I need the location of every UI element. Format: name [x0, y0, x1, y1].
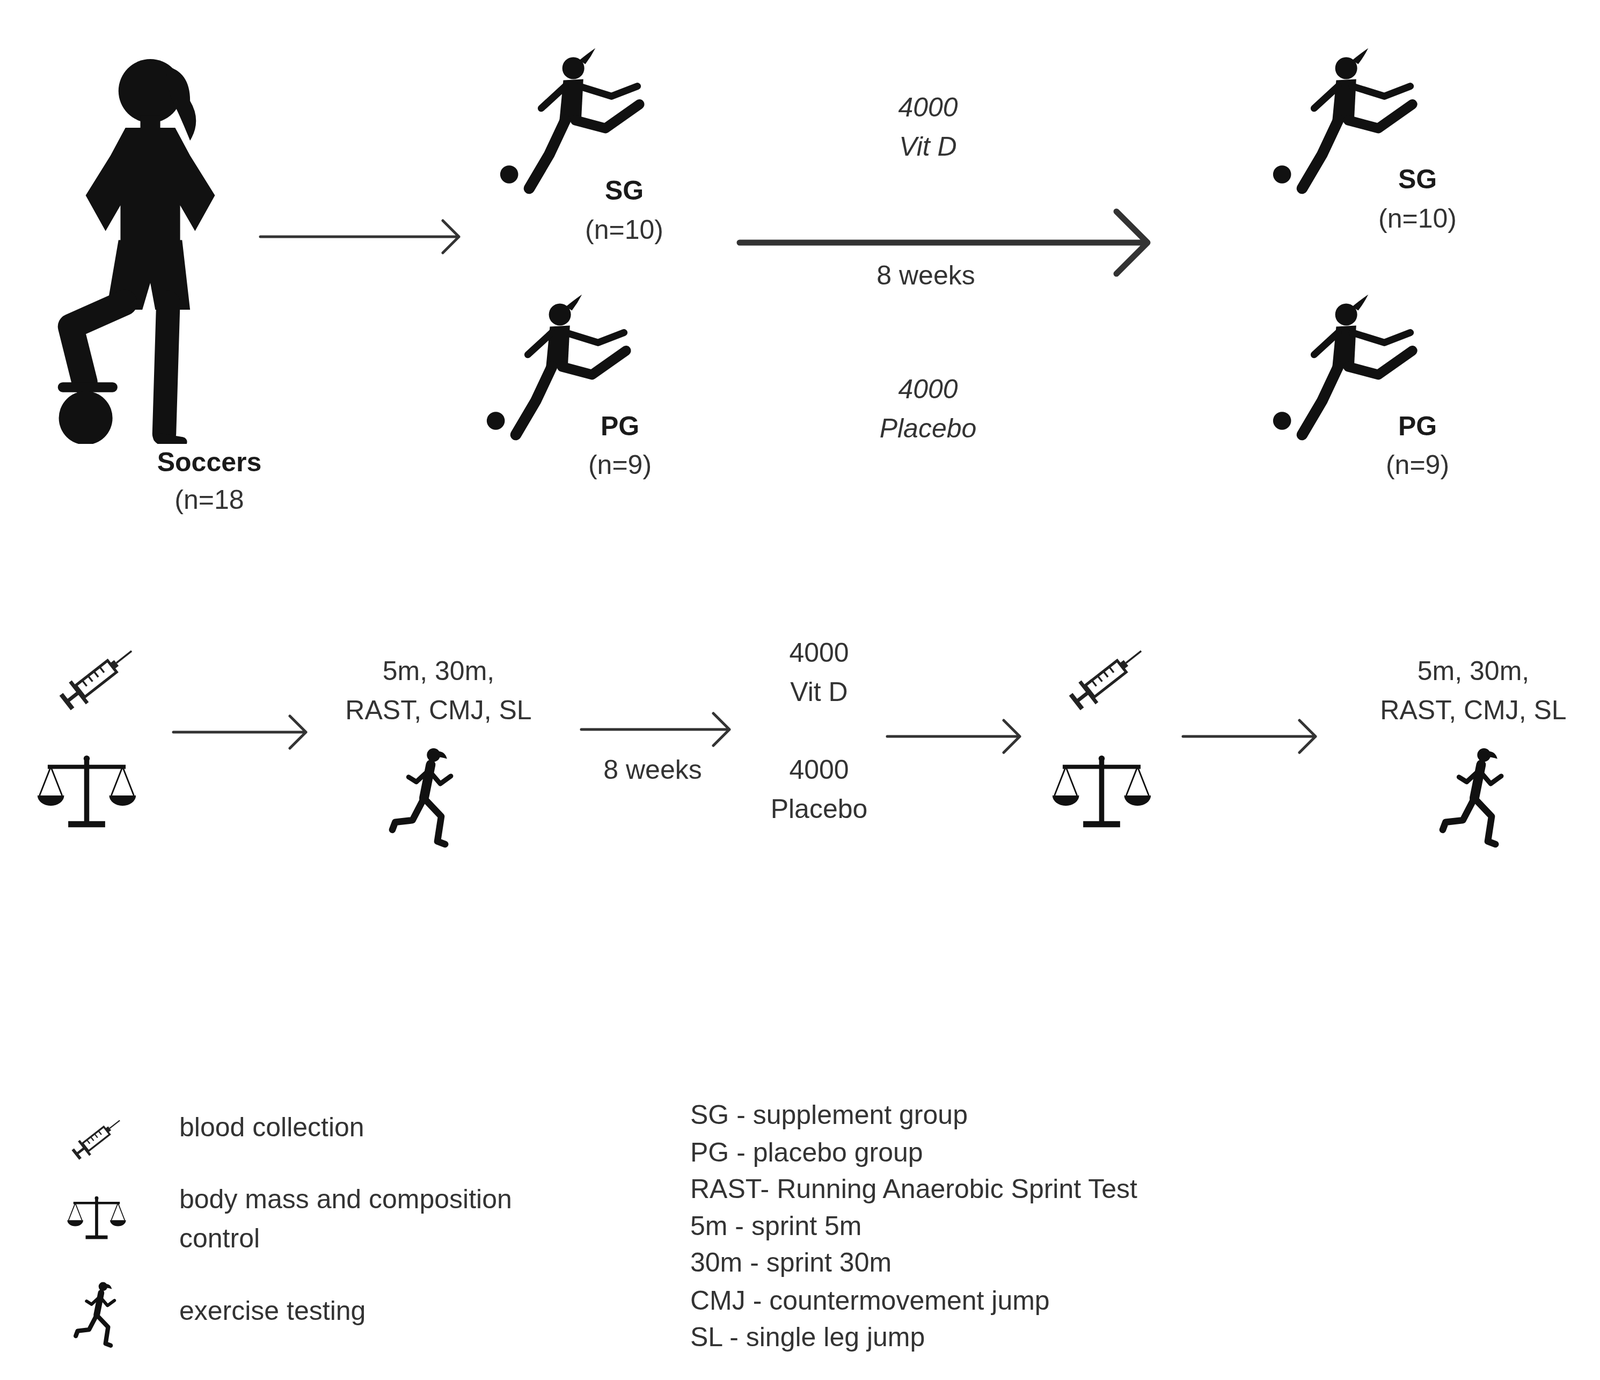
text-label: 30m - sprint 30m [690, 1243, 892, 1283]
text-label: RAST- Running Anaerobic Sprint Test [690, 1169, 1138, 1209]
legend-scale-icon [67, 1196, 126, 1240]
text-label: PG [1398, 406, 1437, 447]
scale-icon [37, 755, 136, 828]
text-label: SG [604, 171, 644, 211]
syringe-icon [56, 640, 141, 714]
runner-icon [1442, 748, 1502, 845]
text-label: 4000 Placebo [770, 750, 868, 829]
text-label: SG - supplement group [690, 1095, 968, 1135]
text-label: 4000 Placebo [879, 369, 977, 448]
legend-syringe-icon [69, 1113, 126, 1163]
text-label: CMJ - countermovement jump [690, 1281, 1050, 1321]
player-figure [500, 48, 640, 189]
legend-label: blood collection [179, 1107, 365, 1147]
legend-label: exercise testing [179, 1291, 366, 1331]
legend-label: body mass and composition control [179, 1179, 529, 1258]
text-label: 4000 Vit D [784, 633, 854, 712]
text-label: (n=10) [1378, 199, 1457, 239]
text-label: Soccers [157, 442, 262, 482]
text-label: 5m, 30m, RAST, CMJ, SL [1377, 651, 1570, 730]
text-label: PG - placebo group [690, 1133, 924, 1173]
text-label: SL - single leg jump [690, 1317, 925, 1357]
runner-icon [392, 748, 451, 845]
text-label: (n=10) [585, 210, 664, 250]
flow-arrows [173, 211, 1316, 753]
text-label: (n=18 [174, 480, 244, 520]
player-figure [1273, 294, 1413, 435]
text-label: (n=9) [588, 445, 652, 485]
text-label: 8 weeks [603, 750, 702, 790]
text-label: 8 weeks [876, 256, 975, 296]
scale-icon [1052, 755, 1151, 828]
player-silhouette [59, 59, 216, 445]
text-label: 4000 Vit D [893, 88, 963, 166]
text-label: 5m, 30m, RAST, CMJ, SL [342, 651, 535, 730]
legend-runner-icon [75, 1282, 115, 1346]
text-label: PG [600, 406, 640, 447]
text-label: SG [1398, 159, 1437, 200]
text-label: (n=9) [1385, 445, 1450, 485]
syringe-icon [1065, 640, 1150, 714]
text-label: 5m - sprint 5m [690, 1206, 862, 1246]
player-figure [1273, 48, 1413, 189]
